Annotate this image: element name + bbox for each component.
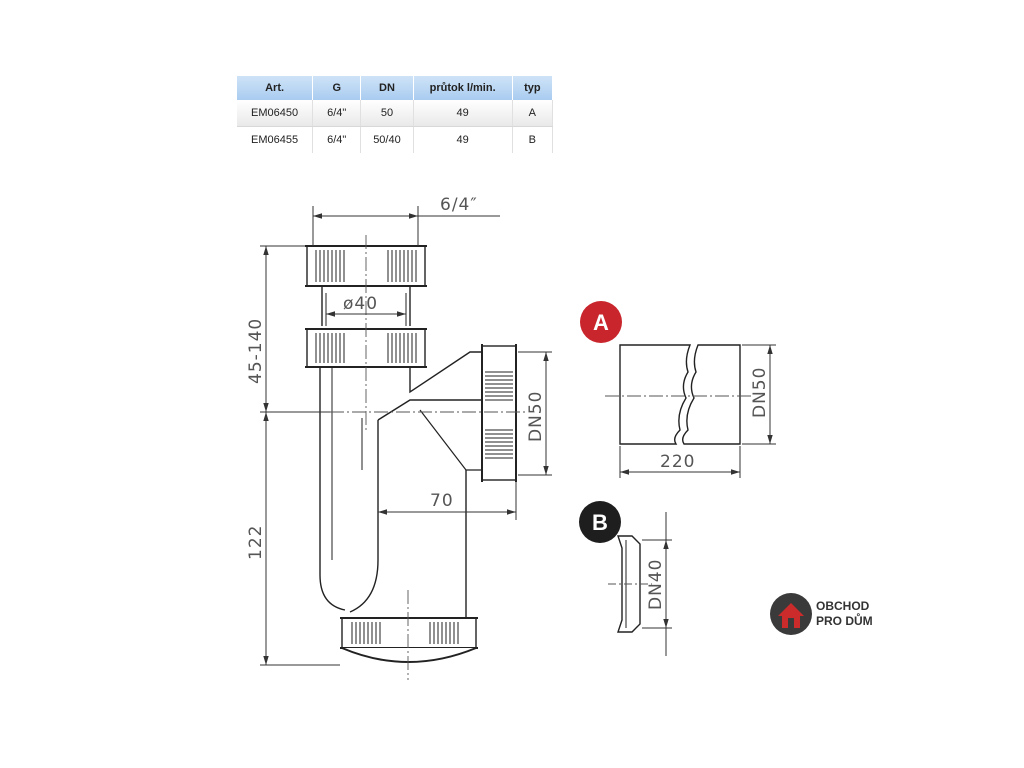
- badge-b-label: B: [592, 510, 608, 535]
- table-row: EM06455 6/4" 50/40 49 B: [237, 126, 554, 153]
- cell-art: EM06455: [237, 126, 314, 153]
- dim-outlet-dn-label: DN50: [526, 391, 546, 442]
- col-header-flow: průtok l/min.: [413, 76, 513, 100]
- cell-flow: 49: [413, 126, 513, 153]
- dim-height-range-label: 45-140: [246, 318, 266, 384]
- outlet-nut: [481, 344, 517, 482]
- logo-line2: PRO DŮM: [816, 612, 873, 628]
- badge-a: [580, 301, 622, 343]
- col-header-g: G: [312, 76, 362, 100]
- table-row: EM06450 6/4" 50 49 A: [237, 100, 554, 127]
- badge-a-label: A: [593, 310, 609, 335]
- adapter-a-length-label: 220: [660, 452, 695, 472]
- adapter-b: B DN40: [579, 501, 672, 656]
- dim-inner-diameter-label: ø40: [343, 294, 378, 314]
- cell-flow: 49: [413, 100, 513, 127]
- adapter-a-dn-label: DN50: [750, 367, 770, 418]
- cell-art: EM06450: [237, 100, 314, 127]
- cell-type: A: [512, 100, 554, 127]
- dim-thread-label: 6/4″: [440, 195, 478, 215]
- cell-dn: 50: [360, 100, 414, 127]
- spec-table-header: Art. G DN průtok l/min. typ: [237, 76, 554, 100]
- siphon-drawing: [305, 245, 517, 663]
- cell-g: 6/4": [312, 100, 362, 127]
- dim-height-label: 122: [246, 525, 266, 560]
- col-header-art: Art.: [237, 76, 314, 100]
- adapter-a: A DN50 220: [580, 301, 776, 478]
- cell-g: 6/4": [312, 126, 362, 153]
- shop-logo: OBCHOD PRO DŮM: [770, 593, 873, 635]
- dim-offset-label: 70: [430, 491, 454, 511]
- col-header-type: typ: [512, 76, 554, 100]
- col-header-dn: DN: [360, 76, 414, 100]
- logo-line1: OBCHOD: [816, 599, 870, 613]
- adapter-b-dn-label: DN40: [646, 559, 666, 610]
- bottom-cap: [340, 617, 478, 663]
- house-icon: [778, 603, 804, 628]
- center-lines: [330, 235, 525, 680]
- dimension-lines: [260, 206, 552, 666]
- cell-dn: 50/40: [360, 126, 414, 153]
- cell-type: B: [512, 126, 554, 153]
- badge-b: [579, 501, 621, 543]
- spec-table: Art. G DN průtok l/min. typ EM06450 6/4"…: [237, 76, 554, 153]
